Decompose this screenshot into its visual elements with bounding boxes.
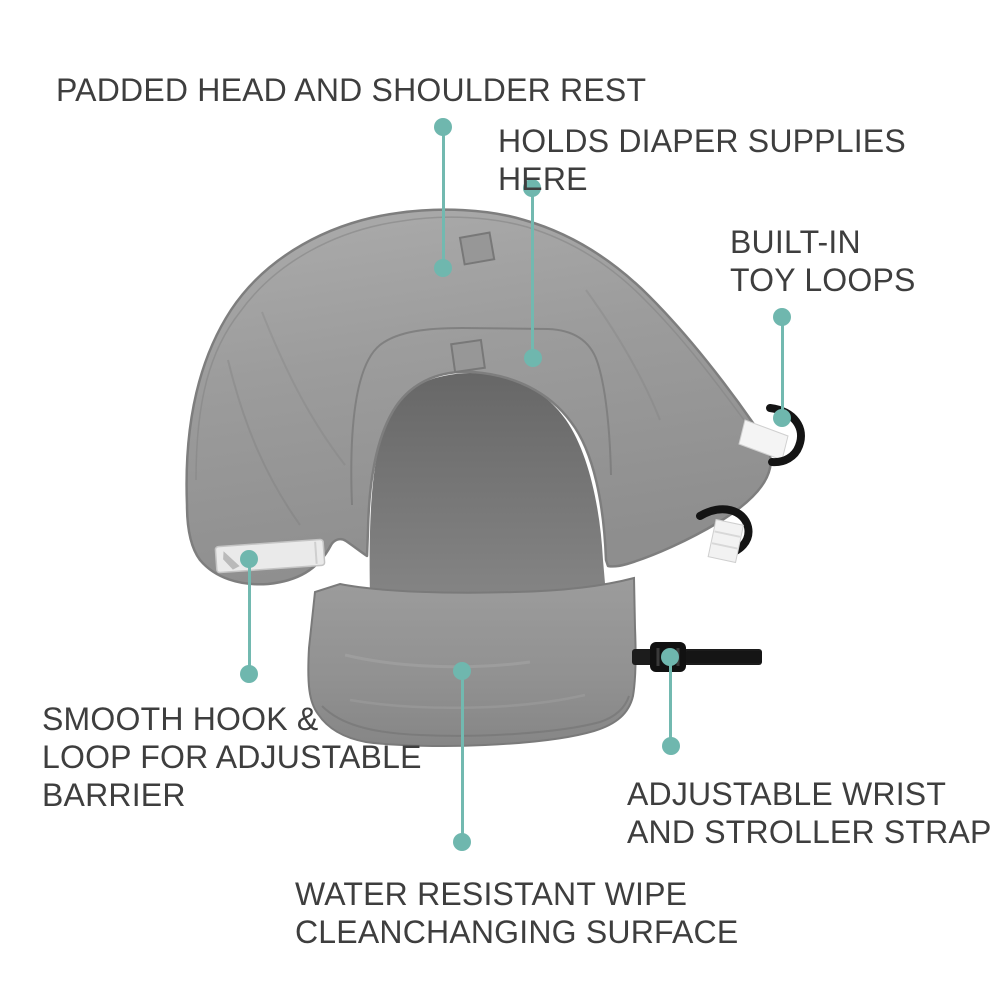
pocket-seam: [350, 326, 612, 506]
mat-highlight: [344, 653, 531, 669]
d-ring-strap: [707, 518, 745, 564]
mat-bottom-stitch: [321, 695, 630, 737]
fold-line: [227, 359, 301, 526]
head-shoulder-dome: [185, 208, 772, 586]
velcro-square-inner: [450, 338, 486, 374]
callout-dot: [240, 550, 258, 568]
changing-mat: [307, 576, 637, 747]
callout-line: [460, 671, 464, 842]
wrist-strap-tail: [686, 651, 762, 663]
d-ring-strap-stitch: [711, 542, 738, 550]
callout-dot: [773, 308, 791, 326]
callout-line: [531, 188, 534, 358]
dome-edge-stitch: [195, 216, 745, 481]
callout-dot: [434, 118, 452, 136]
callout-dot: [773, 409, 791, 427]
hook-loop-strip-fold: [223, 551, 240, 570]
label-wipe-clean-surface: WATER RESISTANT WIPE CLEANCHANGING SURFA…: [295, 876, 739, 950]
label-padded-head-rest: PADDED HEAD AND SHOULDER REST: [56, 72, 647, 108]
callout-dot: [453, 662, 471, 680]
label-toy-loops: BUILT-IN TOY LOOPS: [730, 224, 916, 298]
head-opening-shadow: [369, 373, 606, 595]
label-wrist-stroller-strap: ADJUSTABLE WRIST AND STROLLER STRAP: [627, 776, 992, 850]
callout-dot: [434, 259, 452, 277]
callout-line: [441, 127, 445, 268]
callout-dot: [661, 648, 679, 666]
callout-dot: [524, 349, 542, 367]
mat-highlight: [349, 693, 586, 710]
callout-dot: [240, 665, 258, 683]
callout-line: [669, 657, 672, 746]
label-diaper-supplies: HOLDS DIAPER SUPPLIES HERE: [498, 123, 906, 197]
callout-dot: [523, 179, 541, 197]
fold-line: [261, 311, 346, 466]
callout-line: [780, 317, 784, 418]
hook-loop-strip-stitch: [314, 541, 318, 564]
callout-dot: [662, 737, 680, 755]
callout-dot: [453, 833, 471, 851]
label-hook-loop-barrier: SMOOTH HOOK & LOOP FOR ADJUSTABLE BARRIE…: [42, 701, 422, 813]
fold-line: [585, 289, 661, 421]
velcro-square-top: [458, 231, 496, 266]
d-ring-strap-stitch: [714, 530, 741, 538]
callout-line: [247, 559, 251, 674]
